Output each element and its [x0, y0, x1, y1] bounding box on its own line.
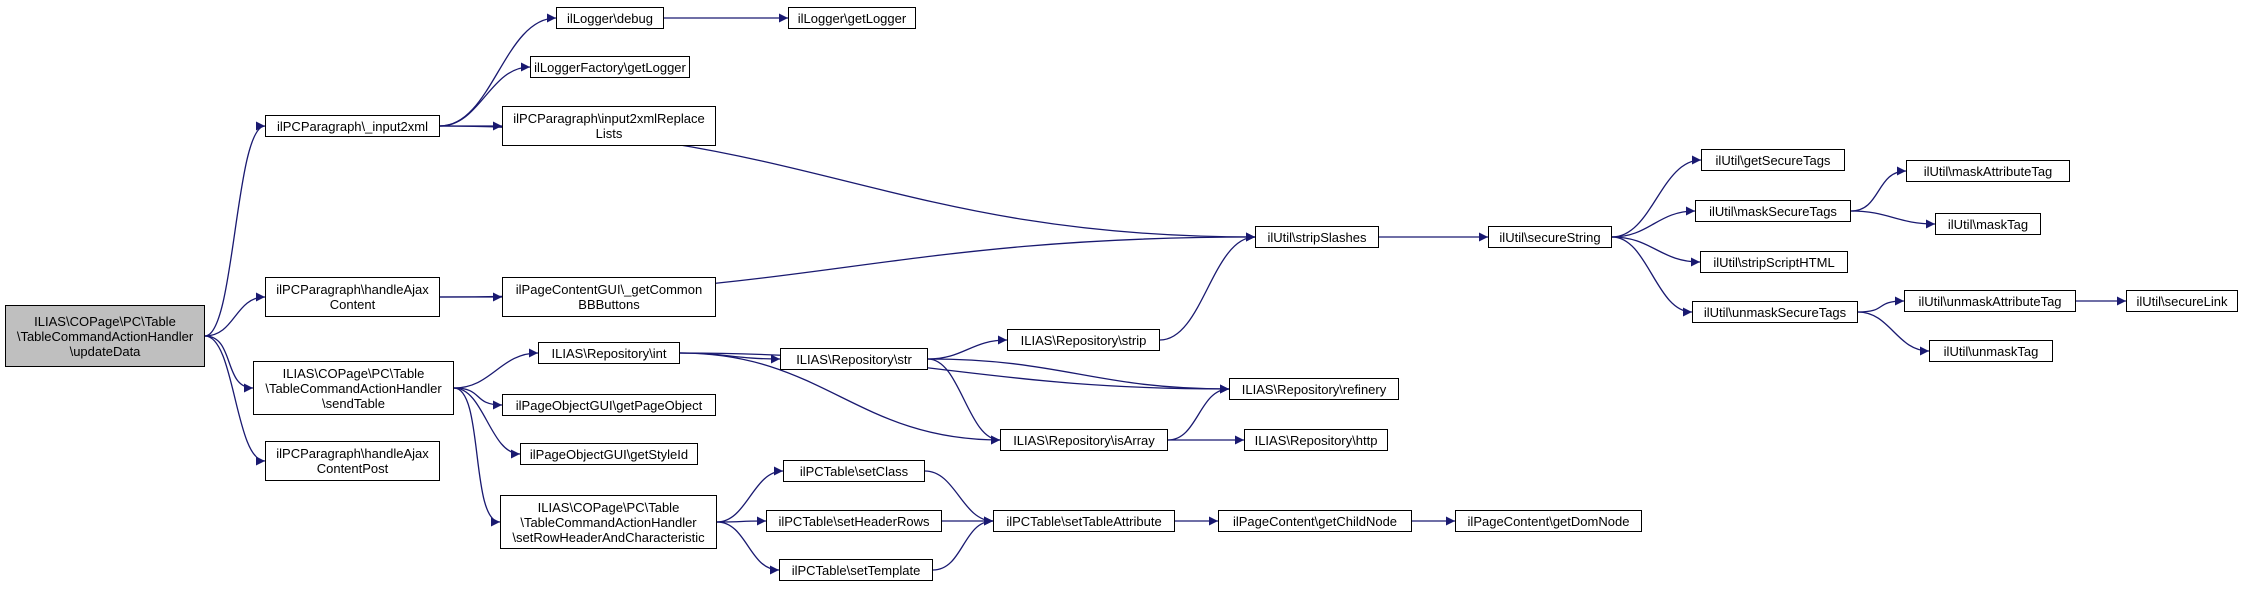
- edge-util_unmasksecuretags-to-util_unmaskattributetag: [1857, 296, 1905, 313]
- node-send-table[interactable]: ILIAS\COPage\PC\Table \TableCommandActio…: [253, 361, 454, 415]
- node-pctable-settemplate[interactable]: ilPCTable\setTemplate: [779, 559, 933, 581]
- node-pageobjectgui-getstyleid[interactable]: ilPageObjectGUI\getStyleId: [520, 443, 698, 465]
- node-util-stripscripthtml[interactable]: ilUtil\stripScriptHTML: [1700, 251, 1848, 273]
- node-util-stripslashes[interactable]: ilUtil\stripSlashes: [1255, 226, 1379, 248]
- node-pageobjectgui-getpageobject[interactable]: ilPageObjectGUI\getPageObject: [502, 394, 716, 416]
- node-repository-strip[interactable]: ILIAS\Repository\strip: [1007, 329, 1160, 351]
- node-logger-debug[interactable]: ilLogger\debug: [556, 7, 664, 29]
- node-util-unmasktag[interactable]: ilUtil\unmaskTag: [1929, 340, 2053, 362]
- edge-repo_strip-to-util_stripslashes: [1159, 232, 1256, 341]
- edge-util_masksecuretags-to-util_masktag: [1850, 210, 1936, 229]
- edge-setrowheader-to-pctable_setheaderrows: [716, 516, 767, 526]
- node-repository-int[interactable]: ILIAS\Repository\int: [538, 342, 680, 364]
- node-pagecontentgui-bbbuttons[interactable]: ilPageContentGUI\_getCommon BBButtons: [502, 277, 716, 317]
- node-pctable-setheaderrows[interactable]: ilPCTable\setHeaderRows: [766, 510, 942, 532]
- edge-pcparagraph_input2xml-to-loggerfactory_getlogger: [439, 62, 531, 127]
- node-util-masksecuretags[interactable]: ilUtil\maskSecureTags: [1695, 200, 1851, 222]
- node-util-getsecuretags[interactable]: ilUtil\getSecureTags: [1701, 149, 1845, 171]
- node-util-securelink[interactable]: ilUtil\secureLink: [2126, 290, 2238, 312]
- node-pagecontent-getchildnode[interactable]: ilPageContent\getChildNode: [1218, 510, 1412, 532]
- edge-sendtable-to-pageobjectgui_getpageobject: [453, 387, 503, 410]
- edge-root-to-pcparagraph_input2xml: [204, 121, 266, 337]
- node-repository-refinery[interactable]: ILIAS\Repository\refinery: [1229, 378, 1399, 400]
- edge-pctable_settemplate-to-pctable_settableattribute: [932, 516, 994, 571]
- node-repository-isarray[interactable]: ILIAS\Repository\isArray: [1000, 429, 1168, 451]
- node-pagecontent-getdomnode[interactable]: ilPageContent\getDomNode: [1455, 510, 1642, 532]
- edge-repo_str-to-repo_refinery: [927, 358, 1230, 394]
- edge-setrowheader-to-pctable_setclass: [716, 466, 784, 523]
- node-pctable-settableattribute[interactable]: ilPCTable\setTableAttribute: [993, 510, 1175, 532]
- node-repository-http[interactable]: ILIAS\Repository\http: [1244, 429, 1388, 451]
- edge-setrowheader-to-pctable_settemplate: [716, 521, 780, 575]
- node-loggerfactory-getlogger[interactable]: ilLoggerFactory\getLogger: [530, 56, 690, 78]
- edge-util_unmasksecuretags-to-util_unmasktag: [1857, 311, 1930, 356]
- node-update-data[interactable]: ILIAS\COPage\PC\Table \TableCommandActio…: [5, 305, 205, 367]
- edge-repo_int-to-repo_isarray: [679, 352, 1001, 445]
- node-util-masktag[interactable]: ilUtil\maskTag: [1935, 213, 2041, 235]
- node-pcparagraph-handleajaxpost[interactable]: ilPCParagraph\handleAjax ContentPost: [265, 441, 440, 481]
- edge-root-to-sendtable: [204, 335, 254, 393]
- node-util-maskattributetag[interactable]: ilUtil\maskAttributeTag: [1906, 160, 2070, 182]
- edge-util_securestring-to-util_getsecuretags: [1611, 155, 1702, 238]
- node-set-row-header-and-characteristic[interactable]: ILIAS\COPage\PC\Table \TableCommandActio…: [500, 495, 717, 549]
- node-logger-getlogger[interactable]: ilLogger\getLogger: [788, 7, 916, 29]
- node-pcparagraph-input2xml[interactable]: ilPCParagraph\_input2xml: [265, 115, 440, 137]
- edge-sendtable-to-setrowheader: [453, 387, 501, 527]
- node-pcparagraph-replacelists[interactable]: ilPCParagraph\input2xmlReplace Lists: [502, 106, 716, 146]
- edge-util_masksecuretags-to-util_maskattributetag: [1850, 166, 1907, 212]
- edge-repo_isarray-to-repo_refinery: [1167, 384, 1230, 441]
- node-repository-str[interactable]: ILIAS\Repository\str: [780, 348, 928, 370]
- edge-repo_str-to-repo_strip: [927, 335, 1008, 360]
- node-pctable-setclass[interactable]: ilPCTable\setClass: [783, 460, 925, 482]
- edge-root-to-pcparagraph_handleajax: [204, 292, 266, 337]
- edge-util_securestring-to-util_unmasksecuretags: [1611, 236, 1693, 317]
- node-util-securestring[interactable]: ilUtil\secureString: [1488, 226, 1612, 248]
- edge-sendtable-to-pageobjectgui_getstyleid: [453, 387, 521, 459]
- node-util-unmasksecuretags[interactable]: ilUtil\unmaskSecureTags: [1692, 301, 1858, 323]
- edge-root-to-pcparagraph_handleajaxpost: [204, 335, 266, 466]
- node-pcparagraph-handleajax[interactable]: ilPCParagraph\handleAjax Content: [265, 277, 440, 317]
- edge-sendtable-to-repo_int: [453, 348, 539, 389]
- edge-repo_int-to-repo_refinery: [679, 352, 1230, 394]
- edge-repo_str-to-repo_isarray: [927, 358, 1001, 445]
- edge-util_securestring-to-util_masksecuretags: [1611, 206, 1696, 238]
- node-util-unmaskattributetag[interactable]: ilUtil\unmaskAttributeTag: [1904, 290, 2076, 312]
- edge-util_securestring-to-util_stripscripthtml: [1611, 236, 1701, 267]
